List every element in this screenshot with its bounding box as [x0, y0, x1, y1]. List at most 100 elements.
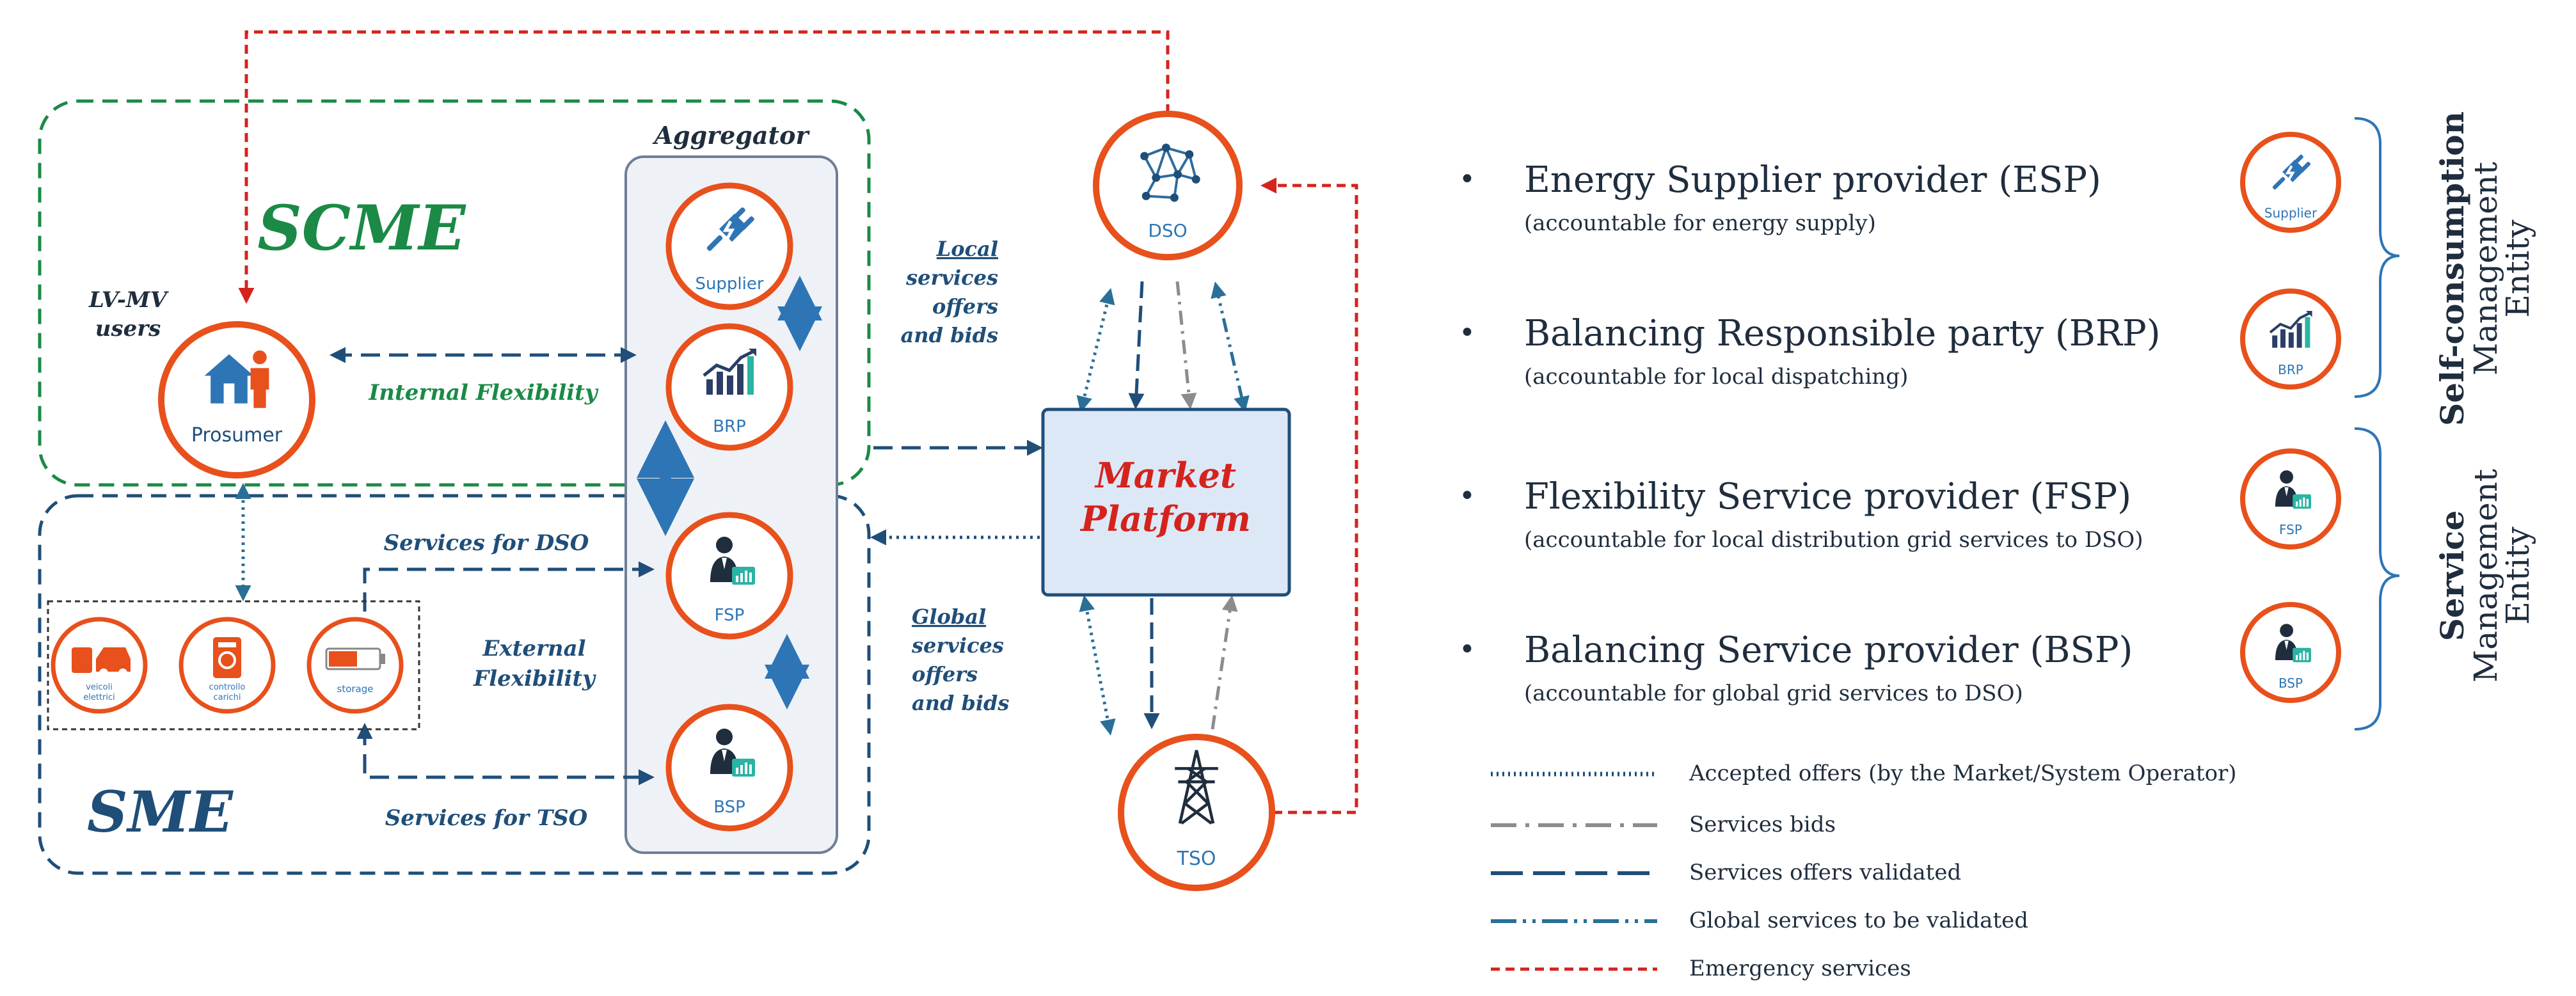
external-flexibility-line2: Flexibility: [473, 666, 596, 692]
market-tso-accepted: [1079, 595, 1116, 736]
prosumer-node: Prosumer: [158, 321, 315, 478]
electric-car-label-2: elettrici: [83, 693, 115, 702]
services-for-dso-arrow: [356, 561, 655, 643]
global-services-line2: services: [911, 633, 1004, 658]
role-bsp-icon-label: BSP: [2278, 676, 2303, 691]
services-for-tso-label: Services for TSO: [385, 805, 588, 831]
legend-label: Emergency services: [1689, 956, 1911, 981]
load-control-icon: [213, 637, 241, 678]
role-bsp: • Balancing Service provider (BSP) (acco…: [1459, 602, 2341, 706]
legend: Accepted offers (by the Market/System Op…: [1491, 761, 2237, 981]
dso-market-bids: [1175, 281, 1197, 409]
supplier-node: Supplier: [665, 182, 793, 310]
dso-market-validated: [1128, 281, 1145, 409]
self-consumption-brace: [2354, 117, 2400, 398]
sme-region: [38, 494, 871, 875]
scme-title: SCME: [257, 192, 466, 264]
role-fsp-subtitle: (accountable for local distribution grid…: [1524, 527, 2143, 553]
fsp-label: FSP: [715, 606, 745, 625]
legend-label: Accepted offers (by the Market/System Op…: [1689, 761, 2237, 786]
load-control-label-1: controllo: [209, 683, 246, 692]
brp-node: BRP: [665, 323, 793, 451]
legend-item-global-services: Global services to be validated: [1491, 908, 2028, 933]
bullet: •: [1459, 633, 1475, 666]
services-for-dso-label: Services for DSO: [384, 530, 589, 556]
local-services-line4: and bids: [901, 323, 998, 347]
sme-title: SME: [87, 779, 234, 845]
role-brp: • Balancing Responsible party (BRP) (acc…: [1459, 289, 2341, 390]
market-platform-node: Market Platform: [1041, 407, 1291, 597]
storage-device: storage: [306, 617, 404, 714]
load-control-label-2: carichi: [213, 693, 241, 702]
role-fsp-icon-label: FSP: [2279, 522, 2302, 537]
external-flexibility-line1: External: [482, 636, 585, 661]
users-label-line1: LV-MV: [88, 287, 170, 313]
service-entity-line3: Entity: [2499, 526, 2536, 625]
service-entity-label: Service Management Entity: [2433, 469, 2536, 683]
bullet: •: [1459, 480, 1475, 512]
role-esp: • Energy Supplier provider (ESP) (accoun…: [1459, 132, 2341, 236]
users-label-line2: users: [95, 316, 161, 342]
role-fsp: • Flexibility Service provider (FSP) (ac…: [1459, 448, 2341, 553]
legend-item-accepted-offers: Accepted offers (by the Market/System Op…: [1491, 761, 2237, 786]
internal-flexibility-label: Internal Flexibility: [368, 380, 598, 406]
tso-label: TSO: [1177, 848, 1216, 870]
legend-label: Services bids: [1689, 812, 1836, 837]
market-platform-line2: Platform: [1079, 498, 1251, 539]
brp-label: BRP: [713, 417, 746, 436]
aggregator-double-arrows: [637, 276, 822, 709]
role-fsp-title: Flexibility Service provider (FSP): [1524, 476, 2131, 518]
local-services-line2: services: [905, 265, 998, 290]
self-consumption-entity-label: Self-consumption Management Entity: [2433, 111, 2536, 426]
global-services-label: Global services offers and bids: [911, 605, 1009, 715]
bsp-node: BSP: [665, 704, 793, 832]
service-brace: [2354, 427, 2400, 731]
fsp-node: FSP: [665, 512, 793, 640]
tso-node: TSO: [1118, 734, 1275, 891]
prosumer-label: Prosumer: [191, 424, 283, 447]
role-bsp-subtitle: (accountable for global grid services to…: [1524, 681, 2023, 706]
self-consumption-entity-line3: Entity: [2499, 219, 2536, 318]
legend-label: Services offers validated: [1689, 860, 1961, 885]
electric-car-device: veicoli elettrici: [51, 617, 148, 714]
market-platform-line1: Market: [1094, 455, 1236, 496]
bullet: •: [1459, 317, 1475, 349]
global-services-line1: Global: [912, 605, 986, 629]
role-esp-subtitle: (accountable for energy supply): [1524, 210, 1876, 236]
role-esp-title: Energy Supplier provider (ESP): [1524, 159, 2101, 201]
legend-label: Global services to be validated: [1689, 908, 2028, 933]
service-entity-line2: Management: [2467, 469, 2504, 683]
devices-panel: veicoli elettrici controllo carichi: [47, 600, 420, 731]
emergency-link-tso: [1260, 177, 1358, 814]
local-services-line3: offers: [932, 294, 998, 319]
bullet: •: [1459, 163, 1475, 196]
legend-item-emergency: Emergency services: [1491, 956, 1911, 981]
electric-car-icon: [72, 647, 131, 677]
aggregator-title: Aggregator: [653, 121, 811, 150]
bsp-label: BSP: [713, 798, 745, 817]
dso-node: DSO: [1093, 111, 1243, 260]
local-services-line1: Local: [936, 237, 998, 261]
role-bsp-title: Balancing Service provider (BSP): [1524, 629, 2133, 671]
local-services-label: Local services offers and bids: [901, 237, 998, 347]
load-control-device: controllo carichi: [179, 617, 276, 714]
legend-item-offers-validated: Services offers validated: [1491, 860, 1961, 885]
storage-label: storage: [337, 683, 374, 695]
role-brp-subtitle: (accountable for local dispatching): [1524, 364, 1908, 390]
supplier-label: Supplier: [695, 274, 763, 294]
global-services-line3: offers: [912, 662, 978, 686]
tso-market-bids: [1211, 595, 1238, 730]
electric-car-label-1: veicoli: [86, 683, 113, 692]
self-consumption-entity-line2: Management: [2467, 162, 2504, 375]
dso-label: DSO: [1148, 220, 1187, 241]
dso-market-accepted: [1076, 288, 1115, 413]
global-services-line4: and bids: [912, 691, 1009, 715]
role-brp-title: Balancing Responsible party (BRP): [1524, 313, 2161, 354]
scme-region: [38, 99, 871, 487]
role-brp-icon-label: BRP: [2278, 362, 2303, 377]
role-esp-icon-label: Supplier: [2264, 205, 2318, 221]
emergency-link-dso: [238, 30, 1170, 304]
service-entity-bold: Service: [2433, 510, 2471, 642]
legend-item-services-bids: Services bids: [1491, 812, 1836, 837]
